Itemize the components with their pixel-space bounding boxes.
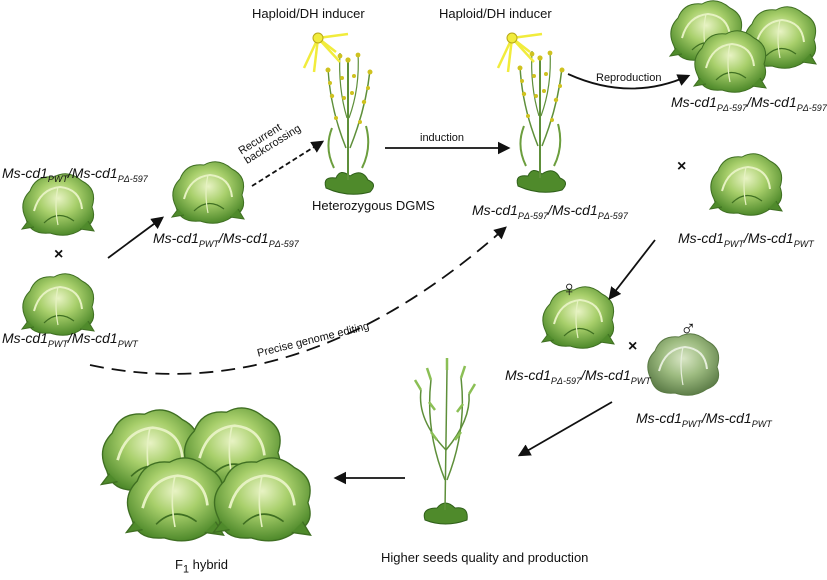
- cabbage-icon: [646, 332, 720, 397]
- arrow-genome-editing: [89, 226, 507, 375]
- induction-label: induction: [420, 132, 465, 144]
- seedpod-plant-icon: [413, 358, 477, 525]
- cross-symbol-right: ×: [677, 158, 687, 175]
- genotype-pwt-pwt-left: Ms-cd1PWT/Ms-cd1PWT: [2, 330, 138, 349]
- genotype-female: Ms-cd1PΔ-597/Ms-cd1PWT: [505, 367, 651, 386]
- arrow-reproduction: [567, 73, 691, 90]
- inducer-label-2: Haploid/DH inducer: [439, 6, 552, 21]
- flowering-plant-icon: [324, 51, 375, 196]
- genotype-male: Ms-cd1PWT/Ms-cd1PWT: [636, 410, 772, 429]
- male-symbol: ♂: [680, 316, 697, 341]
- genotype-backcross: Ms-cd1PWT/Ms-cd1PΔ-597: [153, 230, 299, 249]
- genotype-induced: Ms-cd1PΔ-597/Ms-cd1PΔ-597: [472, 202, 628, 221]
- female-symbol: ♀: [561, 276, 578, 301]
- arrow-backcrossing: [251, 140, 325, 187]
- cross-symbol-bottom: ×: [628, 338, 638, 355]
- genotype-reproduced: Ms-cd1PΔ-597/Ms-cd1PΔ-597: [671, 94, 827, 113]
- f1-hybrid-label: F1 hybrid: [175, 557, 228, 576]
- cabbage-icon: [709, 152, 783, 217]
- genotype-pwt-pd-left: Ms-cd1PWT/Ms-cd1PΔ-597: [2, 165, 148, 184]
- f1-suffix: hybrid: [188, 557, 229, 572]
- f1-text: F: [175, 557, 183, 572]
- arrow-to-female: [608, 239, 656, 300]
- genotype-wildtype-right: Ms-cd1PWT/Ms-cd1PWT: [678, 230, 814, 249]
- f1-subscript: 1: [182, 563, 189, 576]
- cabbage-icon: [21, 272, 95, 337]
- seeds-quality-label: Higher seeds quality and production: [381, 550, 589, 565]
- flowering-plant-icon: [516, 49, 567, 194]
- cabbage-icon: [171, 160, 245, 225]
- cross-symbol-left: ×: [54, 246, 64, 263]
- sun-ray-icon: [302, 31, 350, 74]
- arrow-to-seed-plant: [517, 401, 613, 457]
- heterozygous-label: Heterozygous DGMS: [312, 198, 435, 213]
- arrow-to-backcross: [107, 216, 165, 259]
- cabbage-icon: [541, 285, 615, 350]
- reproduction-label: Reproduction: [596, 72, 662, 84]
- inducer-label-1: Haploid/DH inducer: [252, 6, 365, 21]
